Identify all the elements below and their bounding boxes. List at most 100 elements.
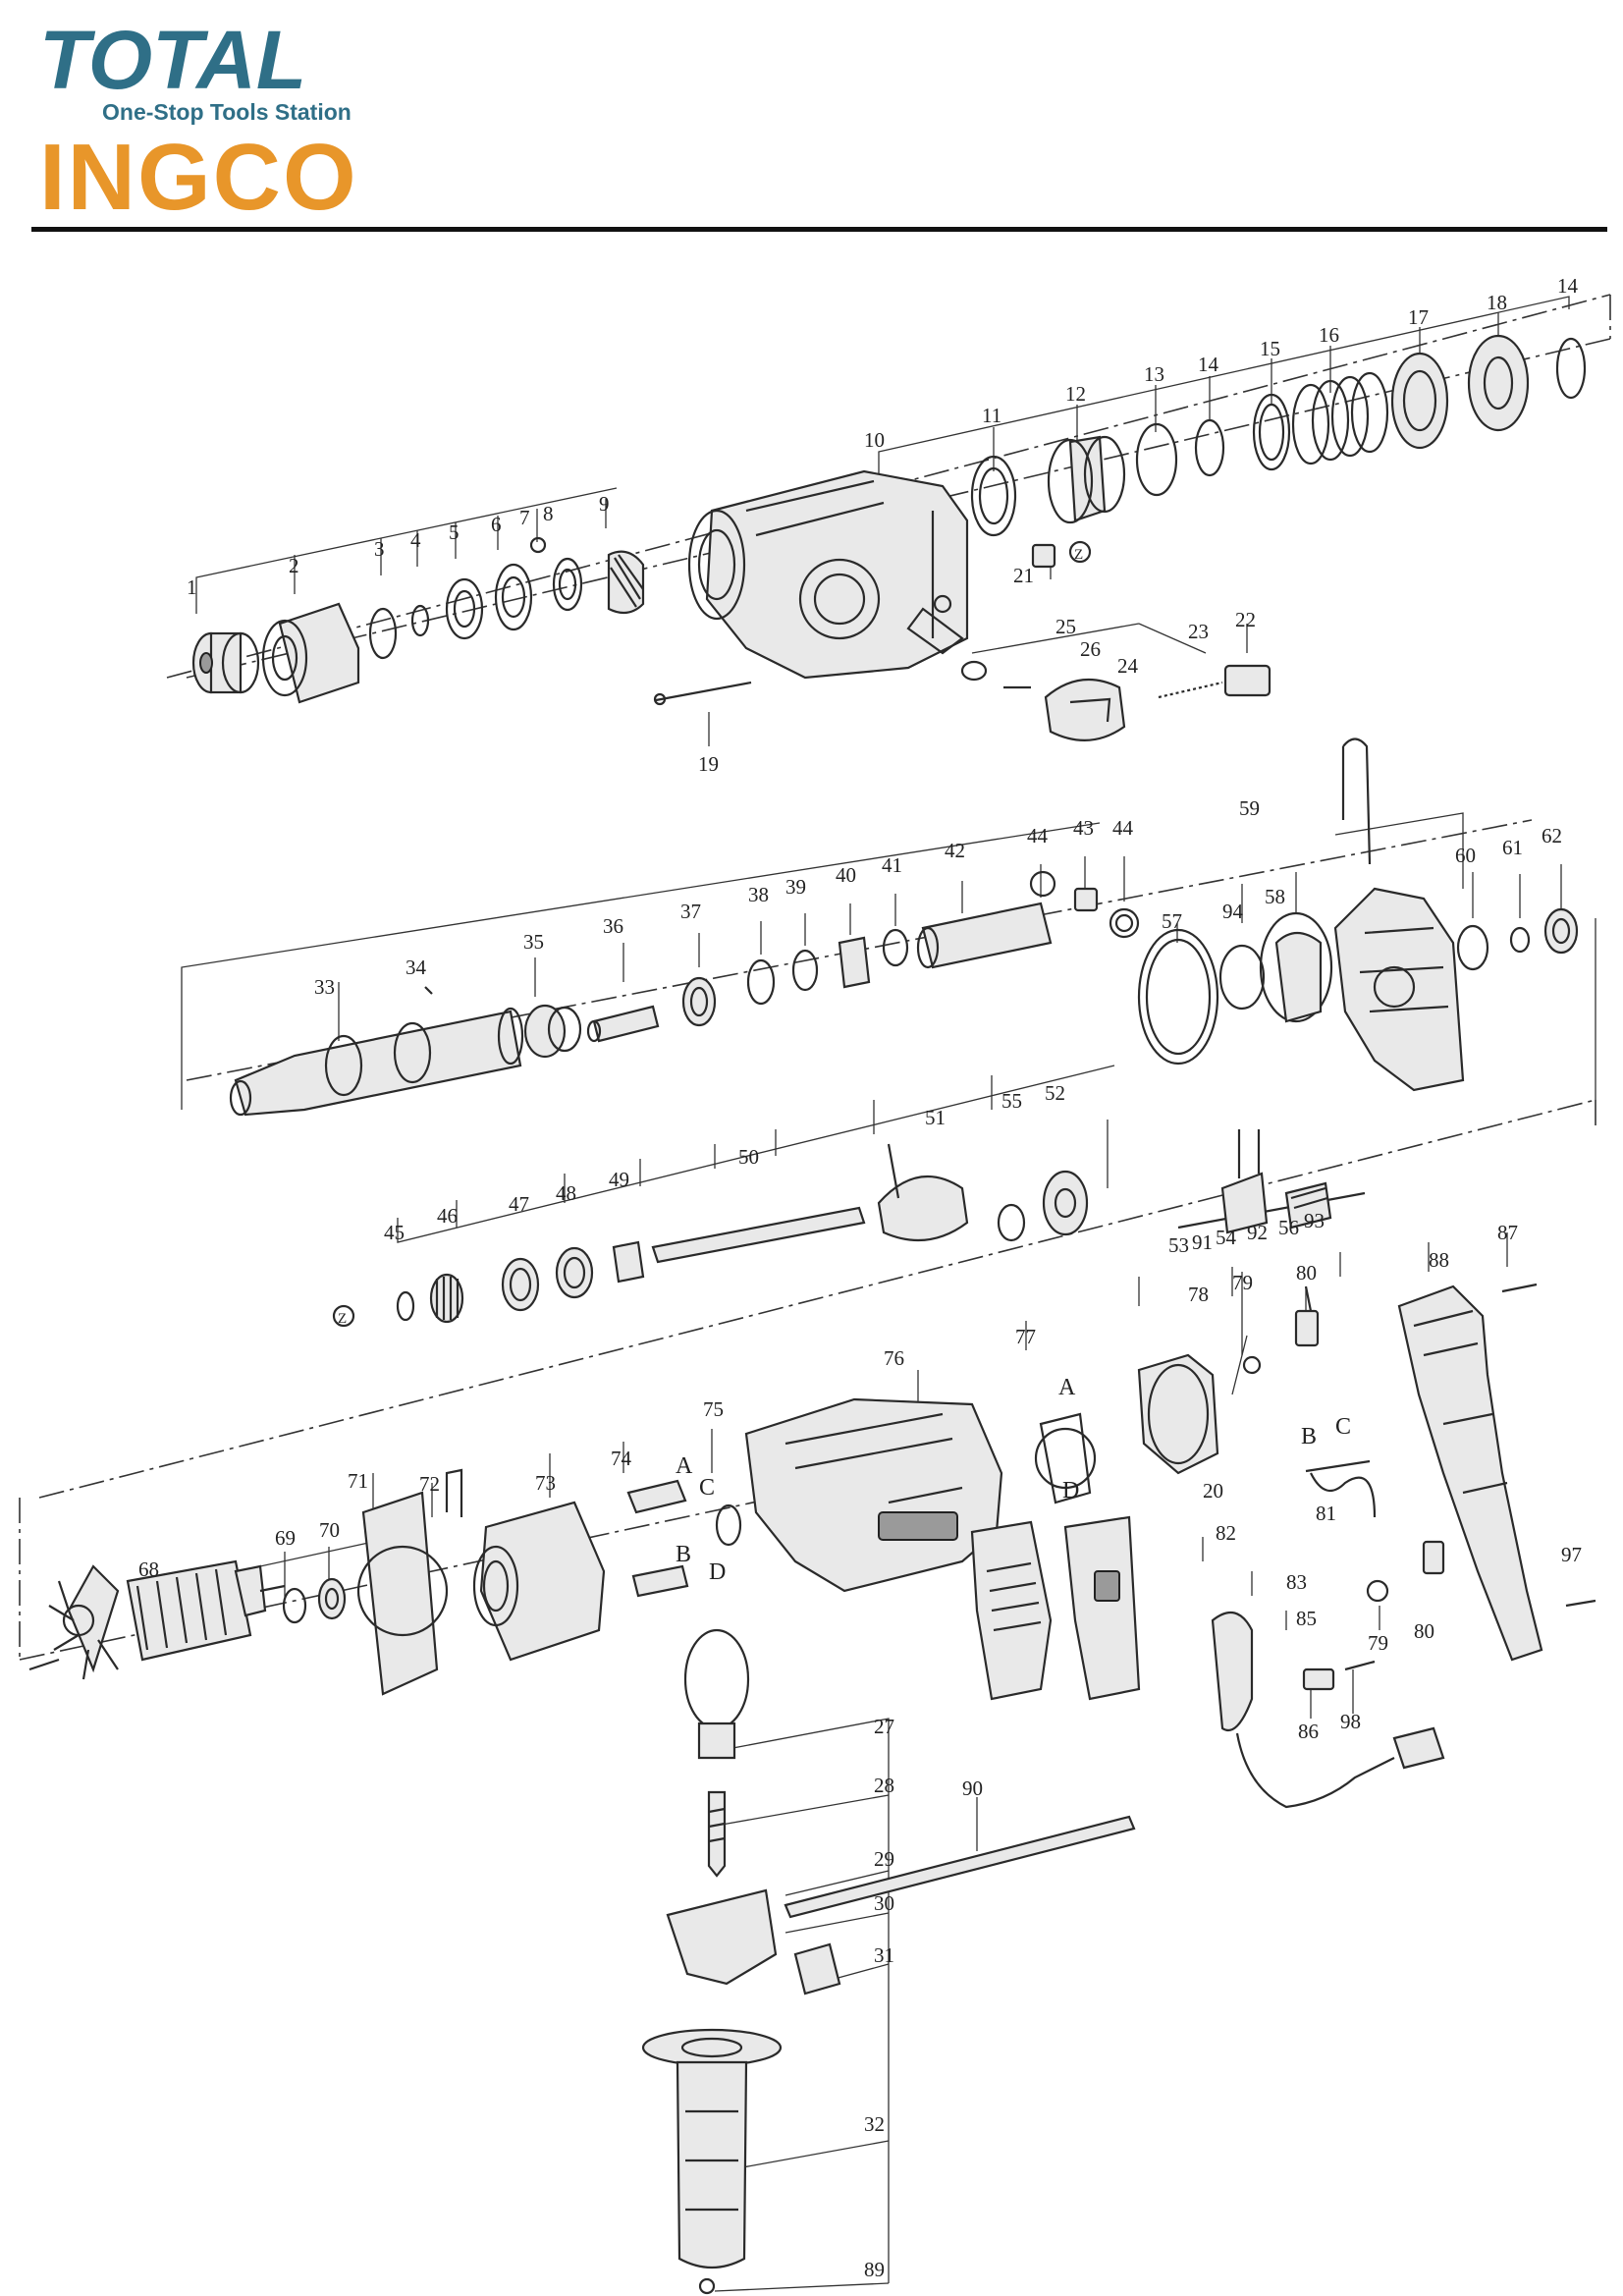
part-label: 69 [275,1526,296,1550]
wire-letter-d-1: D [1062,1478,1079,1503]
part-label: 5 [449,520,460,544]
part-label: 77 [1015,1325,1036,1348]
part-label: 32 [864,2112,885,2136]
part-label: 17 [1408,305,1429,329]
part-label: 81 [1316,1502,1336,1525]
part-label: 3 [374,537,385,561]
part-label: 90 [962,1777,983,1800]
leader-lines [146,296,1596,2292]
wire-letter-b-1: B [1301,1424,1317,1449]
stator-and-baffle-parts [356,1468,742,1696]
part-label: 93 [1304,1209,1325,1232]
mode-selector-parts: Z [653,540,1271,741]
part-label: 27 [874,1715,894,1738]
part-number-labels: 1 2 3 4 5 6 7 8 9 10 11 12 13 14 15 16 1… [138,274,1582,2281]
part-label: 2 [289,554,299,577]
z-mark-2: Z [338,1311,347,1327]
part-label: 16 [1319,323,1339,347]
part-label: 68 [138,1558,159,1581]
page-header: TOTAL One-Stop Tools Station INGCO [0,0,1623,236]
part-label: 12 [1065,382,1086,406]
part-label: 8 [543,502,554,525]
gear-housing-part-10 [687,469,969,680]
part-label: 26 [1080,637,1101,661]
part-label: 21 [1013,564,1034,587]
part-label: 28 [874,1774,894,1797]
part-label: 38 [748,883,769,906]
wire-letter-a-2: A [676,1453,693,1479]
ingco-wordmark: INGCO [39,133,358,221]
rear-sleeve-parts [970,334,1587,537]
part-label: 47 [509,1192,529,1216]
part-label: 23 [1188,620,1209,643]
part-label: 59 [1239,796,1260,820]
part-label: 53 [1168,1233,1189,1257]
wire-letter-b-2: B [676,1542,691,1567]
spindle-assembly-parts [229,870,1140,1117]
part-label: 82 [1216,1521,1236,1545]
part-label: 61 [1502,836,1523,859]
side-handle-assembly-parts [641,1628,1136,2295]
part-label: 24 [1117,654,1139,678]
part-label: 85 [1296,1607,1317,1630]
z-mark-1: Z [1074,547,1083,563]
part-label: 80 [1296,1261,1317,1285]
gear-shaft-parts: Z [332,1143,1089,1328]
chuck-assembly-parts [191,536,645,704]
brush-holder-and-cord-parts [1034,1285,1445,1809]
part-label: 78 [1188,1283,1209,1306]
part-label: 30 [874,1891,894,1915]
part-label: 60 [1455,844,1476,867]
wire-letter-c-1: C [1335,1414,1351,1440]
part-label: 31 [874,1943,894,1967]
part-label: 51 [925,1106,946,1129]
part-label: 45 [384,1221,405,1244]
part-label: 10 [864,428,885,452]
total-logo: TOTAL One-Stop Tools Station [39,18,352,125]
part-label: 19 [698,752,719,776]
part-label: 72 [419,1472,440,1496]
part-label: 22 [1235,608,1256,631]
part-label: 14 [1198,353,1219,376]
part-label: 79 [1368,1631,1388,1655]
wire-letter-c-2: C [699,1475,715,1501]
part-label: 1 [187,575,197,599]
motor-housing-part-76 [744,1397,1053,1701]
part-label: 42 [945,839,965,862]
part-label: 80 [1414,1619,1434,1643]
part-label: 75 [703,1397,724,1421]
part-label: 11 [982,404,1001,427]
part-label: 91 [1192,1230,1213,1254]
part-label: 25 [1055,615,1076,638]
part-label: 79 [1232,1271,1253,1294]
part-label: 50 [738,1145,759,1169]
part-label: 74 [611,1447,632,1470]
part-label: 87 [1497,1221,1518,1244]
wire-letter-a-1: A [1058,1375,1076,1400]
part-label: 76 [884,1346,904,1370]
part-label: 9 [599,492,610,516]
wire-connection-letters: A D B C A C B D [676,1375,1351,1585]
total-tagline: One-Stop Tools Station [102,99,352,125]
part-label: 48 [556,1181,576,1205]
part-label: 35 [523,930,544,954]
part-label: 18 [1487,291,1507,314]
part-label: 37 [680,900,701,923]
part-label: 29 [874,1847,894,1871]
part-label: 58 [1265,885,1285,908]
rear-handle-part-88 [1397,1283,1596,1662]
part-label: 70 [319,1518,340,1542]
header-divider [31,227,1607,232]
part-label: 94 [1222,900,1244,923]
part-label: 13 [1144,362,1164,386]
part-label: 41 [882,853,902,877]
wire-letter-d-2: D [709,1559,726,1585]
part-label: 57 [1162,909,1182,933]
part-label: 49 [609,1168,629,1191]
part-label: 43 [1073,816,1094,840]
switch-lever-parts [1177,1129,1366,1234]
part-label: 7 [519,506,530,529]
part-label: 14 [1557,274,1579,298]
part-label: 6 [491,513,502,536]
